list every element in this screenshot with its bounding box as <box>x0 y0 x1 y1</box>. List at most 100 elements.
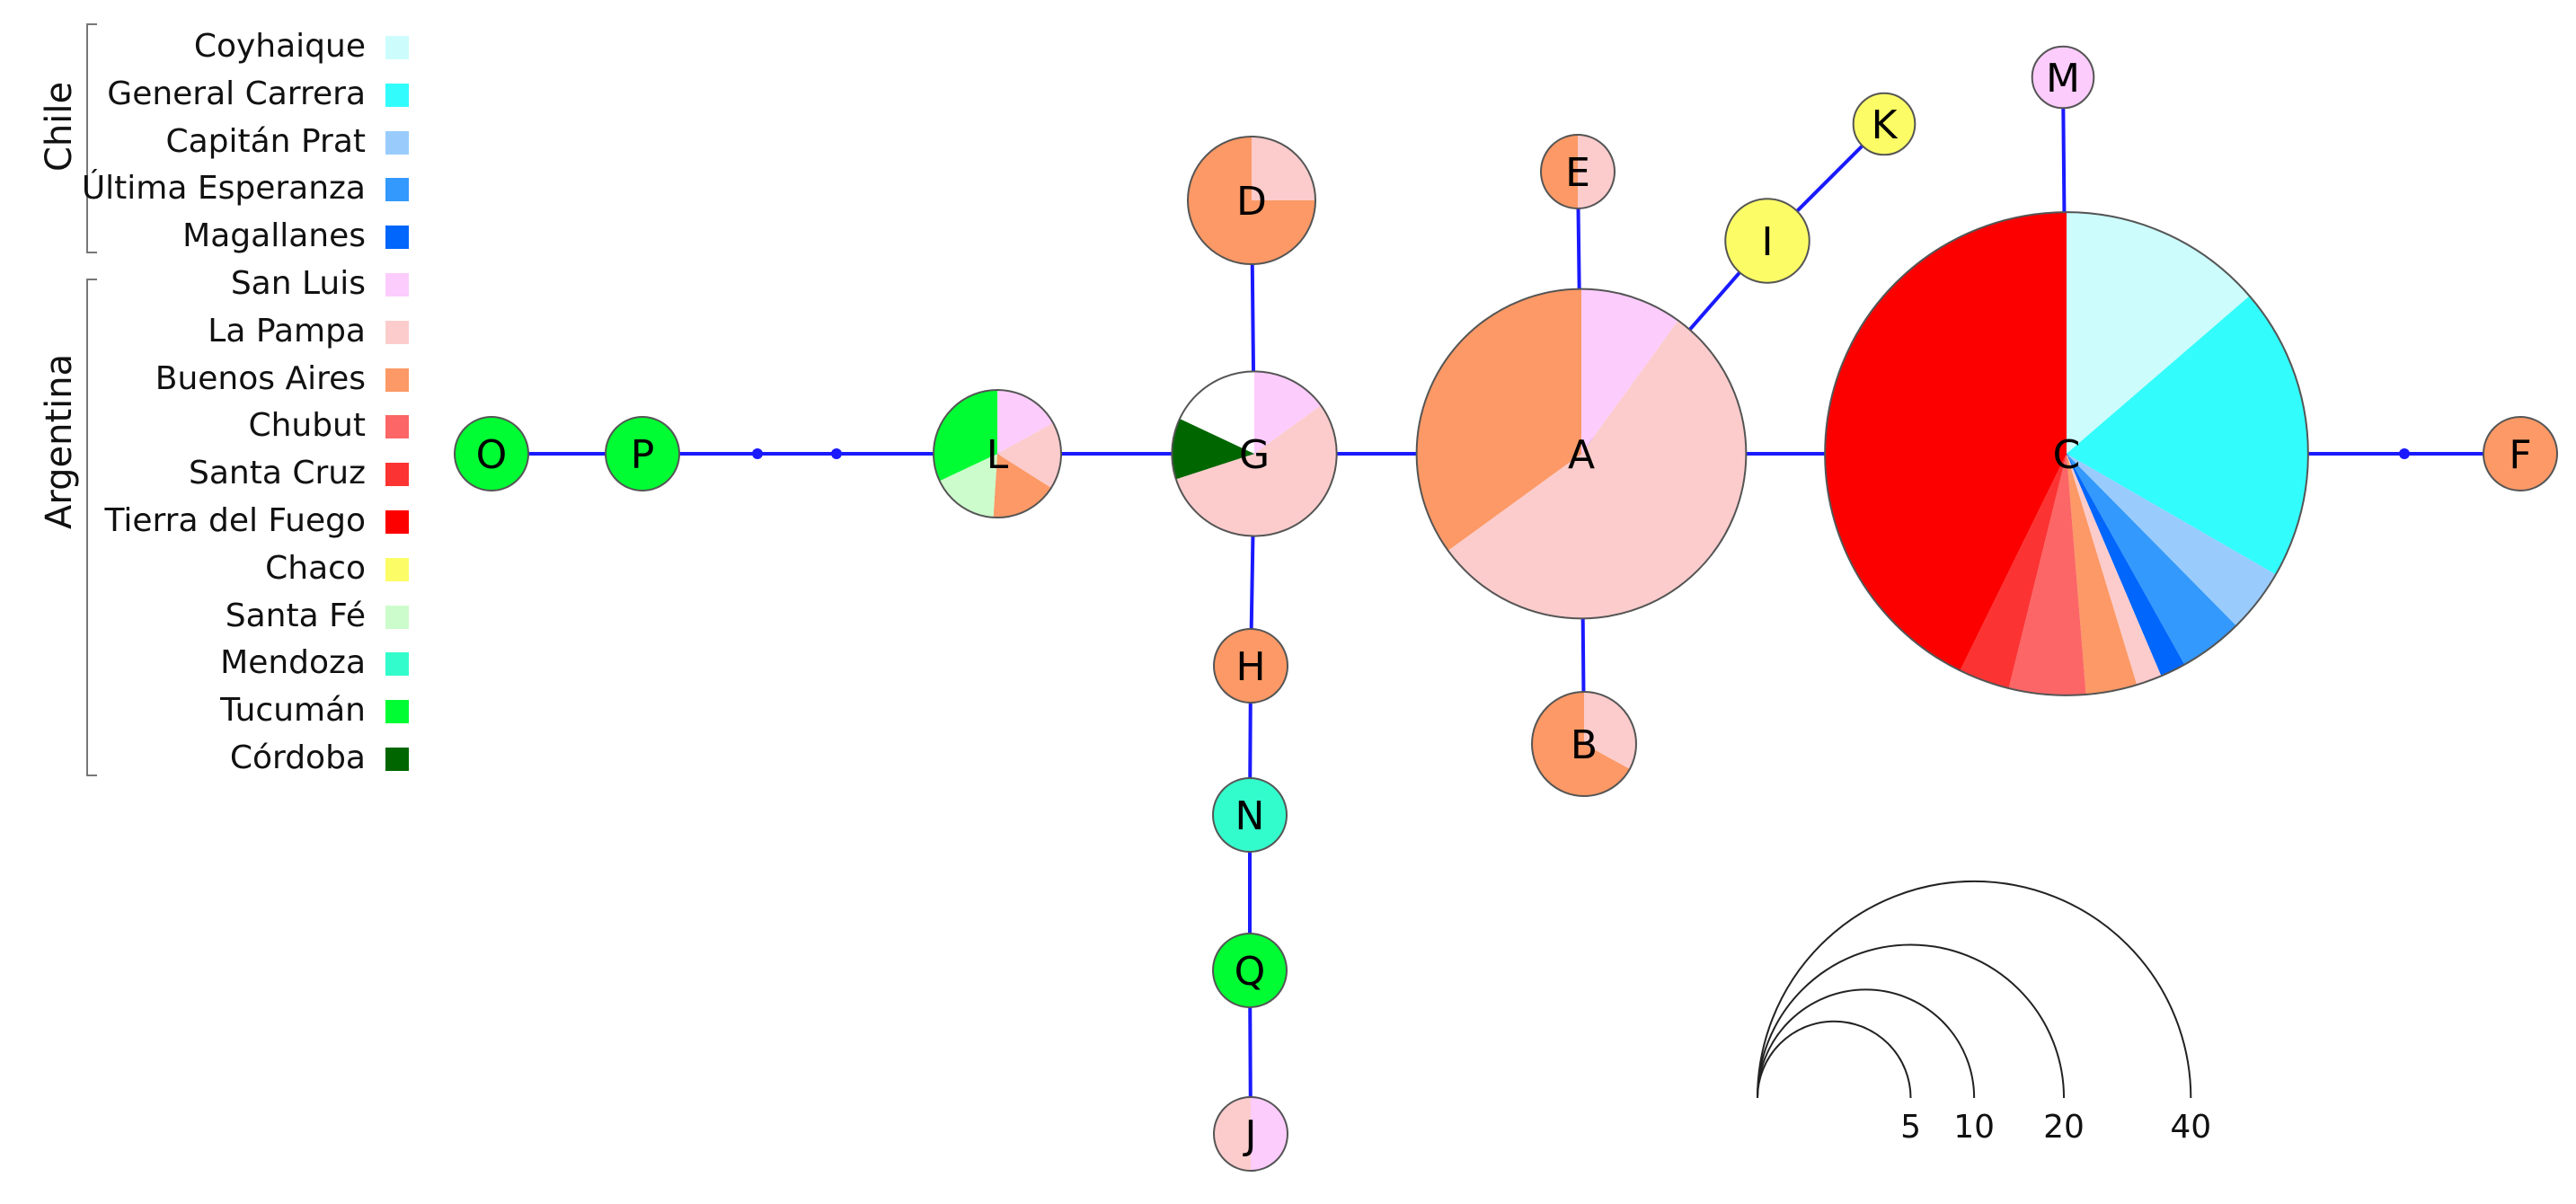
pie-slice-chaco <box>1853 93 1916 155</box>
median-vector-dot <box>752 448 763 459</box>
pie-slice-ultima-esperanza <box>2067 454 2236 665</box>
scale-label-20: 20 <box>2043 1109 2085 1146</box>
legend-item-cordoba: Córdoba <box>99 735 409 782</box>
haplotype-node-j: J <box>1213 1096 1288 1172</box>
pie-slice-cordoba <box>1172 418 1254 480</box>
node-label: D <box>1236 179 1267 225</box>
node-outline <box>2483 416 2558 491</box>
legend-label: Córdoba <box>229 739 366 776</box>
node-label: C <box>2053 432 2081 478</box>
haplotype-node-h: H <box>1213 628 1288 704</box>
node-label: F <box>2509 432 2531 478</box>
node-label: K <box>1872 102 1899 148</box>
haplotype-node-m: M <box>2031 45 2095 110</box>
pie-slice-santa-cruz <box>1960 454 2067 689</box>
node-label: I <box>1762 219 1774 265</box>
legend-label: La Pampa <box>208 312 366 350</box>
haplotype-node-l: L <box>932 388 1063 519</box>
scale-arc-40 <box>1757 880 2192 1099</box>
haplotype-node-k: K <box>1852 92 1917 156</box>
legend-item-mendoza: Mendoza <box>99 640 409 686</box>
legend-label: Tucumán <box>220 692 366 730</box>
node-label: Q <box>1235 949 1266 995</box>
node-outline <box>605 416 680 491</box>
legend-label: Magallanes <box>182 217 366 255</box>
node-outline <box>1213 1096 1288 1172</box>
legend-label: Capitán Prat <box>165 122 366 160</box>
pie-slice-mendoza <box>1213 778 1287 852</box>
legend-swatch <box>385 367 409 392</box>
haplotype-node-n: N <box>1212 777 1288 853</box>
legend-item-san-luis: San Luis <box>99 261 409 307</box>
legend-swatch <box>385 226 409 250</box>
pie-slice-santa-fe <box>939 454 997 518</box>
scale-arc-20 <box>1757 943 2066 1099</box>
legend-item-capitan-prat: Capitán Prat <box>99 119 409 165</box>
node-label: H <box>1235 644 1265 690</box>
node-label: L <box>987 432 1009 478</box>
pie-slice-tucuman <box>455 417 528 491</box>
scale-label-10: 10 <box>1953 1109 1995 1146</box>
legend-item-chubut: Chubut <box>99 403 409 449</box>
legend-item-tierra-del-fuego: Tierra del Fuego <box>99 498 409 544</box>
haplotype-node-f: F <box>2483 416 2558 491</box>
pie-slice-tucuman <box>606 417 679 491</box>
node-label: M <box>2046 56 2080 102</box>
pie-slice-tierra-del-fuego <box>1825 212 2067 671</box>
haplotype-node-p: P <box>605 416 680 491</box>
legend-swatch <box>385 652 409 677</box>
pie-slice-chaco <box>1725 199 1810 283</box>
pie-slice-buenos-aires <box>2483 417 2557 491</box>
pie-slice-la-pampa <box>1214 1097 1251 1171</box>
pie-slice-buenos-aires <box>1187 136 1316 265</box>
legend-swatch <box>385 36 409 59</box>
legend-label: Santa Cruz <box>189 455 366 492</box>
legend-item-buenos-aires: Buenos Aires <box>99 356 409 403</box>
haplotype-node-i: I <box>1724 198 1810 284</box>
chile-bracket <box>86 23 97 253</box>
node-outline <box>1212 777 1288 853</box>
pie-slice-buenos-aires <box>993 454 1051 518</box>
legend-label: Tierra del Fuego <box>104 502 366 539</box>
legend-swatch <box>385 557 409 581</box>
legend-item-tucuman: Tucumán <box>99 687 409 734</box>
pie-slice-buenos-aires <box>1541 135 1578 208</box>
pie-slice-buenos-aires <box>2067 454 2138 695</box>
scale-arc-5 <box>1757 1021 1912 1099</box>
pie-slice-tucuman <box>1213 934 1287 1007</box>
legend-label: Mendoza <box>220 644 366 682</box>
legend-label: Buenos Aires <box>155 359 366 397</box>
node-outline <box>454 416 529 491</box>
node-outline <box>1531 691 1637 797</box>
pie-slice-la-pampa <box>1578 135 1615 208</box>
node-outline <box>1824 211 2309 696</box>
node-outline <box>1540 134 1616 209</box>
haplotype-node-g: G <box>1171 370 1338 537</box>
pie-slice-buenos-aires <box>1214 629 1288 703</box>
legend-swatch <box>385 415 409 439</box>
node-label: A <box>1568 432 1595 478</box>
legend-swatch <box>385 748 409 771</box>
scale-label-5: 5 <box>1900 1109 1921 1146</box>
legend-item-santa-cruz: Santa Cruz <box>99 450 409 497</box>
legend-swatch <box>385 605 409 629</box>
pie-slice-buenos-aires <box>1416 288 1581 551</box>
legend-swatch <box>385 273 409 297</box>
legend-label: Última Esperanza <box>81 170 366 208</box>
haplotype-node-a: A <box>1415 288 1748 620</box>
node-label: O <box>476 432 508 478</box>
pie-slice-magallanes <box>2067 454 2185 677</box>
haplotype-node-c: C <box>1824 211 2309 696</box>
pie-slice-unsampled <box>1180 371 1254 454</box>
median-vector-dot <box>2399 448 2410 459</box>
pie-slice-la-pampa <box>997 422 1062 489</box>
node-outline <box>932 388 1063 519</box>
legend-label: Chubut <box>248 407 366 445</box>
haplotype-node-q: Q <box>1212 933 1288 1008</box>
node-label: N <box>1235 793 1265 839</box>
pie-slice-san-luis <box>1254 371 1322 454</box>
pie-slice-san-luis <box>1251 1097 1288 1171</box>
median-vector-dot <box>831 448 842 459</box>
